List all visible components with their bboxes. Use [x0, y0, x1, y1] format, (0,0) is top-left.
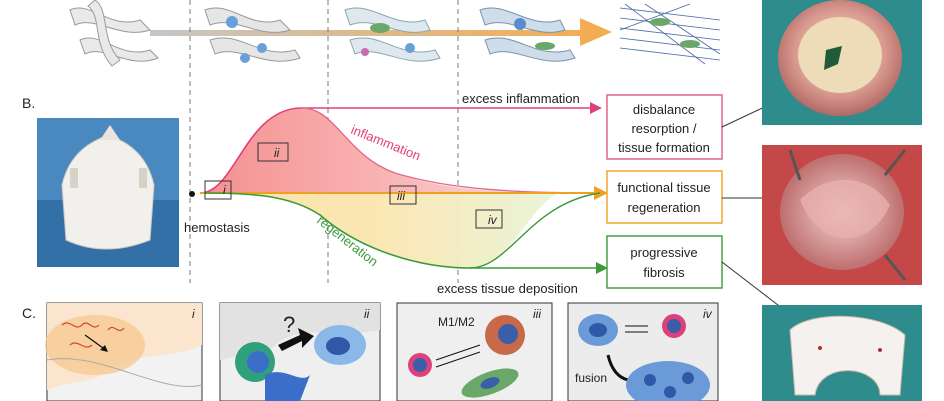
outcome-box-functional: functional tissue regeneration: [606, 170, 723, 224]
svg-text:i: i: [223, 183, 226, 197]
tissue-mesh-illustration: [619, 3, 721, 65]
inflammation-area: [200, 107, 600, 193]
excess-deposition-arrowhead: [596, 262, 608, 274]
scaffold-illustration-2: [204, 7, 301, 63]
tile-i: i: [45, 302, 203, 401]
explant-photo-regeneration: [762, 145, 922, 285]
excess-deposition-label: excess tissue deposition: [437, 281, 578, 296]
svg-text:progressive: progressive: [630, 245, 697, 260]
excess-inflammation-arrow: [590, 102, 602, 114]
phase-box-i: i: [204, 180, 232, 200]
scaffold-illustration-4: [479, 7, 576, 62]
svg-text:ii: ii: [274, 146, 280, 160]
fusion-arrow: [606, 354, 629, 382]
regeneration-rise-curve: [469, 192, 601, 269]
hemostasis-label: hemostasis: [184, 220, 250, 235]
svg-text:regeneration: regeneration: [628, 200, 701, 215]
outcome-box-disbalance: disbalance resorption / tissue formation: [606, 94, 723, 160]
svg-text:resorption /: resorption /: [631, 121, 696, 136]
phase-box-ii: ii: [257, 142, 289, 162]
panel-a-strip: [69, 0, 721, 67]
regeneration-curve: [204, 192, 600, 269]
svg-text:fibrosis: fibrosis: [643, 265, 685, 280]
giant-cell: [626, 361, 710, 401]
tile-iii: M1/M2 iii: [396, 302, 553, 401]
phase-box-iv: iv: [475, 209, 503, 229]
scaffold-illustration-3: [344, 7, 441, 62]
excess-inflammation-label: excess inflammation: [462, 91, 580, 106]
svg-text:tissue formation: tissue formation: [618, 140, 710, 155]
svg-text:i: i: [192, 307, 195, 321]
svg-text:iv: iv: [488, 213, 498, 227]
functional-regeneration-arrowhead: [594, 186, 608, 200]
phase-box-iii: iii: [389, 185, 417, 205]
question-mark: ?: [283, 312, 295, 337]
platelet-aggregate: [265, 372, 310, 401]
differentiation-arrow: [278, 328, 314, 351]
m1-m2-label: M1/M2: [438, 315, 475, 329]
explant-photo-inflammation: [762, 0, 922, 125]
valve-implant-photo: [37, 118, 179, 267]
outcome-box-fibrosis: progressive fibrosis: [606, 235, 723, 289]
tile-ii: ? ii: [219, 302, 381, 401]
tile-iv: fusion iv: [567, 302, 719, 401]
svg-text:functional tissue: functional tissue: [617, 180, 710, 195]
explant-photo-fibrosis: [762, 305, 922, 401]
svg-text:ii: ii: [364, 307, 370, 321]
panel-c-label: C.: [22, 305, 36, 321]
panel-b-label: B.: [22, 95, 35, 111]
inflammation-curve: [199, 107, 600, 194]
svg-text:iii: iii: [397, 189, 405, 203]
hemostasis-point: [189, 191, 195, 197]
fusion-label: fusion: [575, 371, 607, 385]
svg-text:disbalance: disbalance: [633, 102, 695, 117]
svg-text:iii: iii: [533, 307, 541, 321]
regeneration-area: [200, 193, 560, 268]
svg-text:iv: iv: [703, 307, 713, 321]
scaffold-illustration-1: [69, 0, 159, 67]
